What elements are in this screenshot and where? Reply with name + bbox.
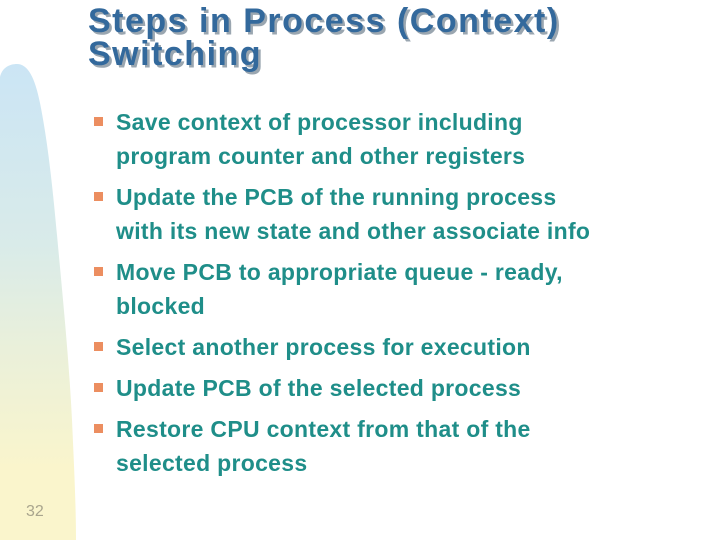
slide-title-line-1: Steps in Process (Context) bbox=[88, 2, 560, 40]
bullet-line: blocked bbox=[116, 293, 206, 319]
bullet-square-icon bbox=[94, 267, 103, 276]
bullet-line: Update PCB of the selected process bbox=[116, 375, 522, 401]
bullet-text: Update PCB of the selected process bbox=[116, 371, 709, 405]
bullet-text: Restore CPU context from that of the sele… bbox=[116, 412, 709, 480]
bullet-item: Update the PCB of the running process wit… bbox=[94, 180, 709, 248]
curved-sidebar-shape bbox=[0, 64, 76, 540]
bullet-text: Move PCB to appropriate queue - ready, bl… bbox=[116, 255, 709, 323]
bullet-line: Save context of processor including bbox=[116, 109, 523, 135]
bullet-line: Select another process for execution bbox=[116, 334, 531, 360]
bullet-line: with its new state and other associate i… bbox=[116, 218, 591, 244]
bullet-line: Move PCB to appropriate queue - ready, bbox=[116, 259, 563, 285]
bullet-text: Save context of processor including progr… bbox=[116, 105, 709, 173]
bullet-item: Select another process for execution bbox=[94, 330, 709, 364]
bullet-line: program counter and other registers bbox=[116, 143, 526, 169]
bullet-item: Save context of processor including progr… bbox=[94, 105, 709, 173]
bullet-line: Restore CPU context from that of the bbox=[116, 416, 531, 442]
slide-title: Steps in Process (Context) Switching bbox=[88, 2, 560, 73]
bullet-square-icon bbox=[94, 383, 103, 392]
bullet-item: Update PCB of the selected process bbox=[94, 371, 709, 405]
side-panel-decoration bbox=[0, 64, 76, 540]
bullet-text: Select another process for execution bbox=[116, 330, 709, 364]
bullet-square-icon bbox=[94, 117, 103, 126]
slide-title-line-2: Switching bbox=[88, 35, 263, 73]
bullet-item: Move PCB to appropriate queue - ready, bl… bbox=[94, 255, 709, 323]
bullet-list: Save context of processor including progr… bbox=[94, 105, 709, 487]
bullet-line: selected process bbox=[116, 450, 308, 476]
bullet-square-icon bbox=[94, 424, 103, 433]
bullet-square-icon bbox=[94, 192, 103, 201]
bullet-square-icon bbox=[94, 342, 103, 351]
bullet-text: Update the PCB of the running process wit… bbox=[116, 180, 709, 248]
page-number: 32 bbox=[26, 503, 44, 520]
bullet-line: Update the PCB of the running process bbox=[116, 184, 557, 210]
bullet-item: Restore CPU context from that of the sele… bbox=[94, 412, 709, 480]
